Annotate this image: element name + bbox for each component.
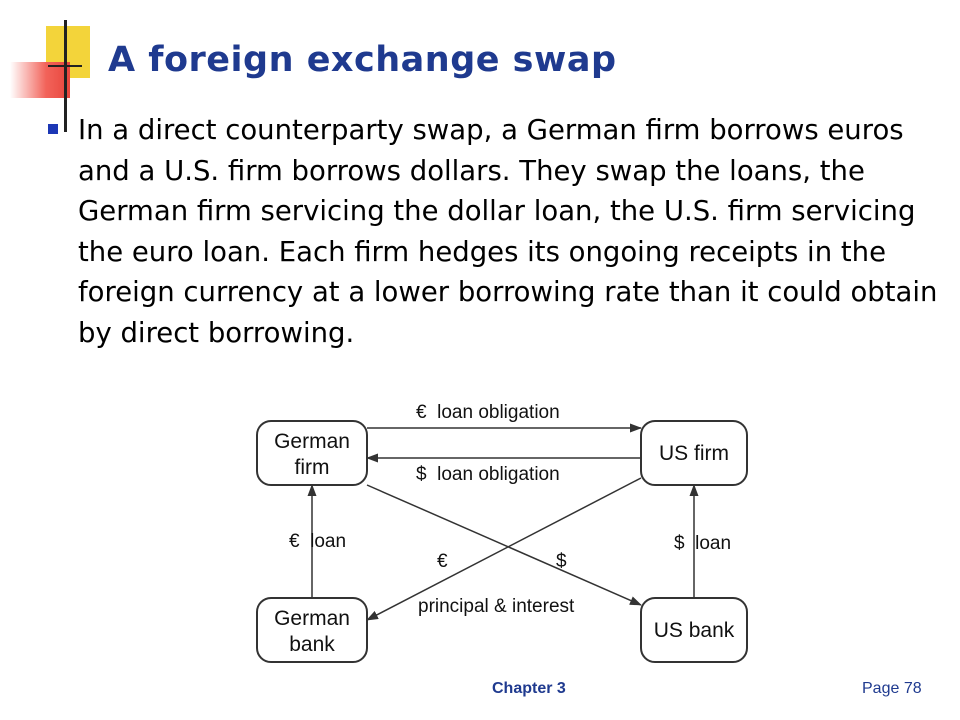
- edge-label-euro-obligation: € loan obligation: [416, 402, 560, 423]
- edge-label-dollar-loan: $ loan: [674, 533, 731, 554]
- corner-red-block: [10, 62, 70, 98]
- node-german-firm-line1: German: [274, 430, 350, 453]
- node-us-firm-label: US firm: [659, 442, 729, 465]
- node-german-bank-line2: bank: [289, 633, 335, 656]
- node-us-bank: US bank: [640, 597, 748, 663]
- footer-page-number: Page 78: [862, 680, 922, 697]
- slide-title: A foreign exchange swap: [108, 40, 617, 80]
- bullet-square-icon: [48, 124, 58, 134]
- edge-german-firm-to-us-bank-arrow: [366, 484, 642, 606]
- bullet-text: In a direct counterparty swap, a German …: [78, 114, 938, 349]
- edge-label-euro-cross: €: [437, 551, 448, 572]
- edge-label-dollar-cross: $: [556, 551, 567, 572]
- edge-us-firm-to-german-bank-arrow: [366, 477, 642, 621]
- edge-label-euro-loan: € loan: [289, 531, 346, 552]
- node-us-firm: US firm: [640, 420, 748, 486]
- node-german-firm: German firm: [256, 420, 368, 486]
- node-german-firm-line2: firm: [295, 456, 330, 479]
- footer-chapter: Chapter 3: [492, 680, 566, 697]
- edge-label-dollar-obligation: $ loan obligation: [416, 464, 560, 485]
- edge-label-principal-interest: principal & interest: [418, 596, 575, 617]
- node-german-bank: German bank: [256, 597, 368, 663]
- node-us-bank-label: US bank: [654, 619, 735, 642]
- corner-vertical-rule: [64, 20, 67, 132]
- node-german-bank-line1: German: [274, 607, 350, 630]
- corner-horizontal-rule: [48, 65, 82, 67]
